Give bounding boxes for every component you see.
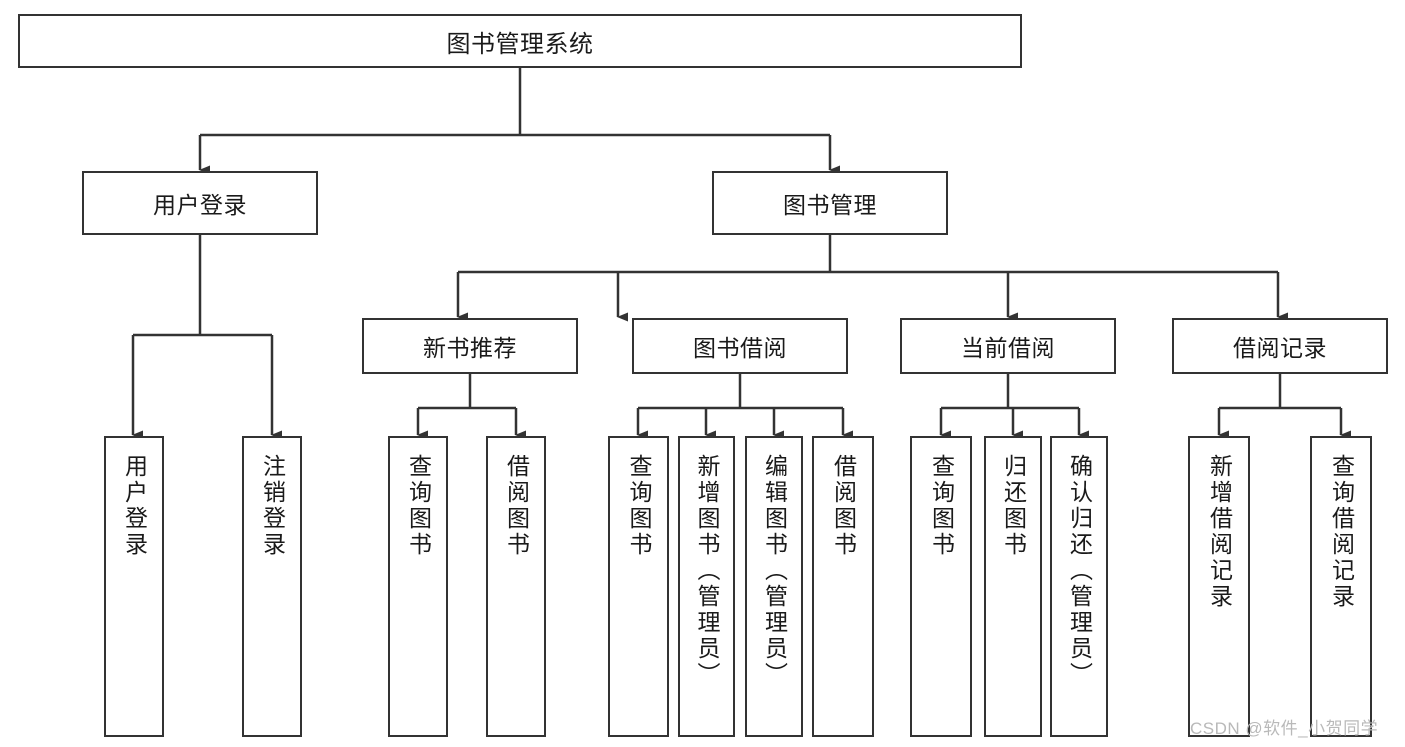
node-label: 新增借阅记录 bbox=[1206, 454, 1233, 610]
node-label: 查询图书 bbox=[626, 454, 652, 558]
node-leaf-br-add-record[interactable]: 新增借阅记录 bbox=[1188, 436, 1250, 737]
node-root[interactable]: 图书管理系统 bbox=[18, 14, 1022, 68]
node-label: 当前借阅 bbox=[961, 335, 1055, 361]
node-label: 用户登录 bbox=[121, 454, 148, 558]
node-leaf-br-query-record[interactable]: 查询借阅记录 bbox=[1310, 436, 1372, 737]
node-label: 借阅图书 bbox=[503, 454, 530, 558]
node-leaf-bb-add-book[interactable]: 新增图书（管理员） bbox=[678, 436, 735, 737]
node-leaf-rec-query-book[interactable]: 查询图书 bbox=[388, 436, 448, 737]
node-book-manage[interactable]: 图书管理 bbox=[712, 171, 948, 235]
node-label: 查询图书 bbox=[928, 454, 955, 558]
node-leaf-bb-query-book[interactable]: 查询图书 bbox=[608, 436, 669, 737]
node-leaf-cb-confirm-return[interactable]: 确认归还（管理员） bbox=[1050, 436, 1108, 737]
node-new-book-rec[interactable]: 新书推荐 bbox=[362, 318, 578, 374]
node-current-borrow[interactable]: 当前借阅 bbox=[900, 318, 1116, 374]
node-label: 图书管理 bbox=[783, 192, 877, 218]
node-leaf-cb-query-book[interactable]: 查询图书 bbox=[910, 436, 972, 737]
node-leaf-rec-borrow-book[interactable]: 借阅图书 bbox=[486, 436, 546, 737]
node-label: 新增图书（管理员） bbox=[694, 454, 720, 688]
node-label: 借阅图书 bbox=[830, 454, 857, 558]
node-label: 查询图书 bbox=[405, 454, 432, 558]
node-label: 归还图书 bbox=[1000, 454, 1027, 558]
node-leaf-user-login[interactable]: 用户登录 bbox=[104, 436, 164, 737]
node-label: 注销登录 bbox=[259, 454, 286, 558]
node-user-login[interactable]: 用户登录 bbox=[82, 171, 318, 235]
node-label: 用户登录 bbox=[153, 192, 247, 218]
node-borrow-record[interactable]: 借阅记录 bbox=[1172, 318, 1388, 374]
node-book-borrow[interactable]: 图书借阅 bbox=[632, 318, 848, 374]
node-label: 新书推荐 bbox=[423, 335, 517, 361]
node-leaf-user-logout[interactable]: 注销登录 bbox=[242, 436, 302, 737]
node-leaf-cb-return-book[interactable]: 归还图书 bbox=[984, 436, 1042, 737]
node-leaf-bb-borrow-book[interactable]: 借阅图书 bbox=[812, 436, 874, 737]
node-label: 编辑图书（管理员） bbox=[761, 454, 788, 688]
node-label: 图书借阅 bbox=[693, 335, 787, 361]
watermark-text: CSDN @软件_小贺同学 bbox=[1190, 719, 1379, 738]
node-label: 确认归还（管理员） bbox=[1066, 454, 1093, 688]
node-leaf-bb-edit-book[interactable]: 编辑图书（管理员） bbox=[745, 436, 803, 737]
node-label: 查询借阅记录 bbox=[1328, 454, 1355, 610]
node-label: 借阅记录 bbox=[1233, 335, 1327, 361]
node-label: 图书管理系统 bbox=[446, 30, 594, 58]
